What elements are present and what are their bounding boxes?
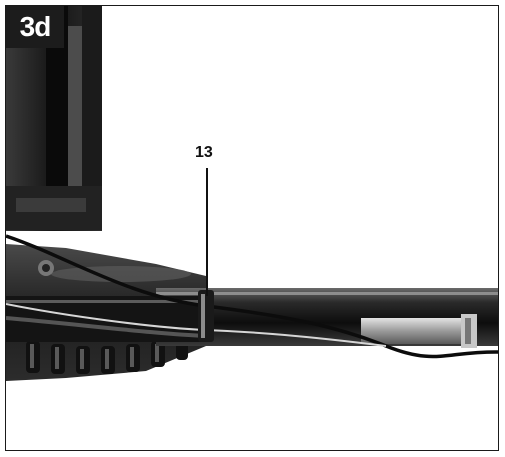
callout-number: 13 [195,144,213,161]
callout-leader-line [206,168,208,296]
machine-photo [6,6,498,381]
figure-frame: 3d 13 [5,5,499,451]
metal-sleeve [361,318,471,344]
cable-clip [198,290,214,342]
cable [6,234,498,359]
figure-label: 3d [6,6,64,48]
